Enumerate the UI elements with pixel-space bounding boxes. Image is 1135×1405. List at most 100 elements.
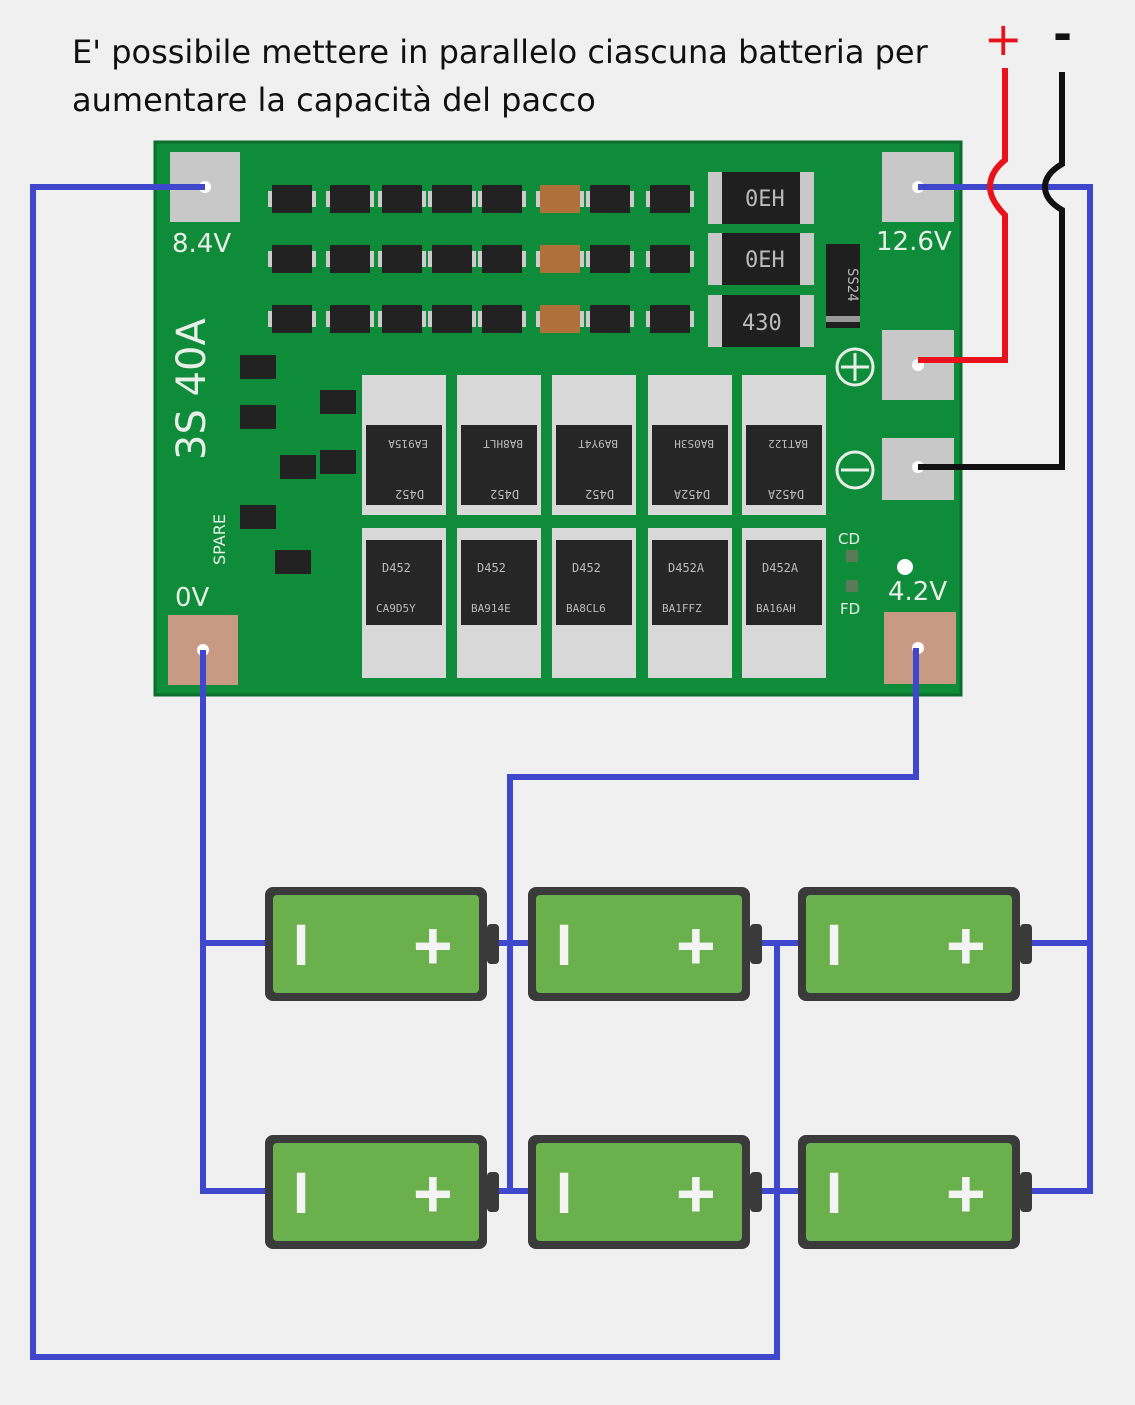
mosfet-bottom-body <box>556 540 632 625</box>
battery-charge <box>273 1143 479 1241</box>
shunt-resistor-2: 0EH <box>745 248 785 273</box>
battery-charge <box>536 895 742 993</box>
smd-part <box>382 245 422 273</box>
battery-cell: I+ <box>265 887 499 1001</box>
positive-terminal-label: + <box>984 12 1023 66</box>
shunt-resistors: 0EH 0EH 430 <box>708 172 814 347</box>
wire-positive <box>918 68 1008 363</box>
smd-part <box>330 245 370 273</box>
model-label: 3S 40A <box>169 318 215 460</box>
smd-components <box>240 185 694 574</box>
wire-0v <box>200 650 268 1194</box>
smd-part <box>320 450 356 474</box>
smd-part <box>590 185 630 213</box>
label-fd: FD <box>840 600 860 618</box>
battery-terminal <box>750 924 762 964</box>
mosfet-bottom-code: CA9D5Y <box>376 602 416 615</box>
mosfet-top-code: BAT122 <box>768 437 808 450</box>
smd-part <box>272 185 312 213</box>
wire-8v4 <box>30 184 800 1360</box>
smd-part <box>650 185 690 213</box>
plus-symbol-icon <box>835 347 875 387</box>
bms-board: 8.4V 12.6V 0V 4.2V CD FD 3S 40A SPARE 0E… <box>153 140 963 697</box>
smd-part <box>540 245 580 273</box>
mosfet-bottom-part: D452A <box>762 561 799 575</box>
smd-part <box>482 245 522 273</box>
label-4v2: 4.2V <box>888 577 947 607</box>
mosfet-bottom-part: D452 <box>477 561 506 575</box>
battery-negative-mark: I <box>556 1161 572 1226</box>
mosfet-top-body <box>461 425 537 505</box>
smd-part <box>650 305 690 333</box>
battery-negative-mark: I <box>293 913 309 978</box>
mosfet-top-part: D452 <box>490 487 519 501</box>
smd-part <box>590 305 630 333</box>
mosfet-bottom-body <box>652 540 728 625</box>
battery-positive-mark: + <box>413 1156 453 1232</box>
mosfet-bottom-body <box>746 540 822 625</box>
smd-part <box>275 550 311 574</box>
wire-negative <box>918 72 1065 470</box>
mosfet-top-body <box>746 425 822 505</box>
smd-part <box>482 185 522 213</box>
smd-part <box>272 305 312 333</box>
smd-part <box>330 305 370 333</box>
battery-negative-mark: I <box>826 1161 842 1226</box>
shunt-resistor-1: 0EH <box>745 187 785 212</box>
smd-part <box>650 245 690 273</box>
battery-terminal <box>1020 1172 1032 1212</box>
mosfet-top-part: D452 <box>585 487 614 501</box>
battery-charge <box>806 895 1012 993</box>
mosfet-bottom-body <box>461 540 537 625</box>
smd-part <box>432 185 472 213</box>
wiring <box>30 68 1093 1360</box>
label-0v: 0V <box>175 583 210 613</box>
smd-part <box>382 185 422 213</box>
mosfet-bottom-part: D452 <box>382 561 411 575</box>
smd-part <box>540 305 580 333</box>
mosfet-top-code: BA8HLT <box>483 437 523 450</box>
battery-positive-mark: + <box>676 908 716 984</box>
label-12v6: 12.6V <box>876 227 952 257</box>
mosfet-bottom-body <box>366 540 442 625</box>
battery-negative-mark: I <box>826 913 842 978</box>
wire-12v6 <box>918 184 1093 1194</box>
mosfet-top-body <box>652 425 728 505</box>
negative-terminal-label: - <box>1053 7 1072 61</box>
diode: SS24 <box>826 244 860 328</box>
mosfet-top-code: EA915A <box>388 437 428 450</box>
battery-cell: I+ <box>798 1135 1032 1249</box>
minus-symbol-icon <box>835 450 875 490</box>
smd-part <box>382 305 422 333</box>
battery-positive-mark: + <box>413 908 453 984</box>
battery-positive-mark: + <box>676 1156 716 1232</box>
battery-pack: I+I+I+I+I+I+ <box>265 887 1032 1249</box>
battery-cell: I+ <box>528 1135 762 1249</box>
smd-part <box>432 305 472 333</box>
smd-part <box>482 305 522 333</box>
battery-cell: I+ <box>528 887 762 1001</box>
battery-terminal <box>487 924 499 964</box>
shunt-resistor-3: 430 <box>742 311 782 336</box>
smd-part <box>320 390 356 414</box>
mosfet-top-code: BA9Y4T <box>578 437 618 450</box>
mosfet-top-part: D452A <box>673 487 710 501</box>
caption-line-1: E' possibile mettere in parallelo ciascu… <box>72 33 928 71</box>
mosfet-bottom-code: BA16AH <box>756 602 796 615</box>
smd-part <box>240 405 276 429</box>
smd-part <box>330 185 370 213</box>
battery-terminal <box>1020 924 1032 964</box>
caption: E' possibile mettere in parallelo ciascu… <box>72 28 972 124</box>
diode-label: SS24 <box>844 268 860 302</box>
battery-positive-mark: + <box>946 908 986 984</box>
battery-charge <box>536 1143 742 1241</box>
label-cd: CD <box>838 530 860 548</box>
battery-charge <box>273 895 479 993</box>
battery-negative-mark: I <box>293 1161 309 1226</box>
mosfet-bottom-code: BA914E <box>471 602 511 615</box>
mosfet-top-code: BA0S3H <box>674 437 714 450</box>
battery-cell: I+ <box>265 1135 499 1249</box>
mosfet-top-part: D452 <box>395 487 424 501</box>
battery-charge <box>806 1143 1012 1241</box>
